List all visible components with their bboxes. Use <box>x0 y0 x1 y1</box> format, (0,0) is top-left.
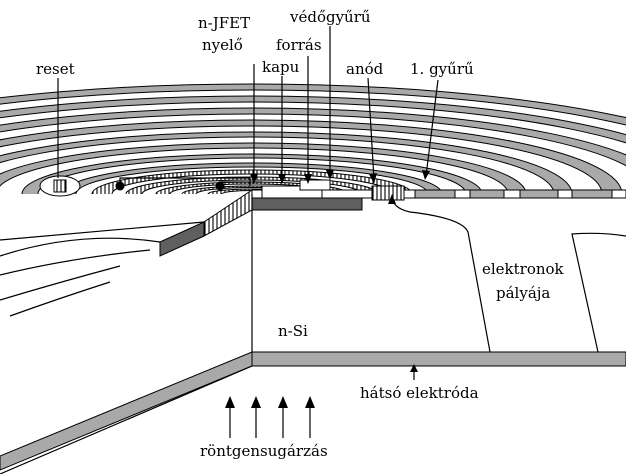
label-anod: anód <box>346 60 384 78</box>
xray-arrows <box>225 396 315 438</box>
label-hatso-elektroda: hátsó elektróda <box>360 384 479 402</box>
label-n-jfet: n-JFET <box>198 14 250 32</box>
reset-structure <box>39 175 81 197</box>
reset-contact-dot <box>215 181 225 191</box>
label-reset: reset <box>36 60 75 78</box>
detector-rings-top <box>0 83 626 194</box>
drain-contact-dot <box>115 181 125 191</box>
contact-wires <box>115 177 262 191</box>
cross-section <box>159 179 626 360</box>
label-n-si: n-Si <box>278 322 308 340</box>
leader-lines <box>57 26 439 380</box>
label-palyaja: pályája <box>496 284 550 302</box>
label-rontgensugarzas: röntgensugárzás <box>200 442 328 460</box>
label-nyelo: nyelő <box>202 36 243 54</box>
detector-rings-front <box>0 221 205 317</box>
label-kapu: kapu <box>262 58 300 76</box>
label-1-gyuru: 1. gyűrű <box>410 60 474 78</box>
label-elektronok: elektronok <box>482 260 565 278</box>
back-electrode <box>0 351 626 474</box>
label-forras: forrás <box>276 36 322 54</box>
electron-paths <box>388 194 626 353</box>
label-vedogyuru: védőgyűrű <box>289 8 371 26</box>
